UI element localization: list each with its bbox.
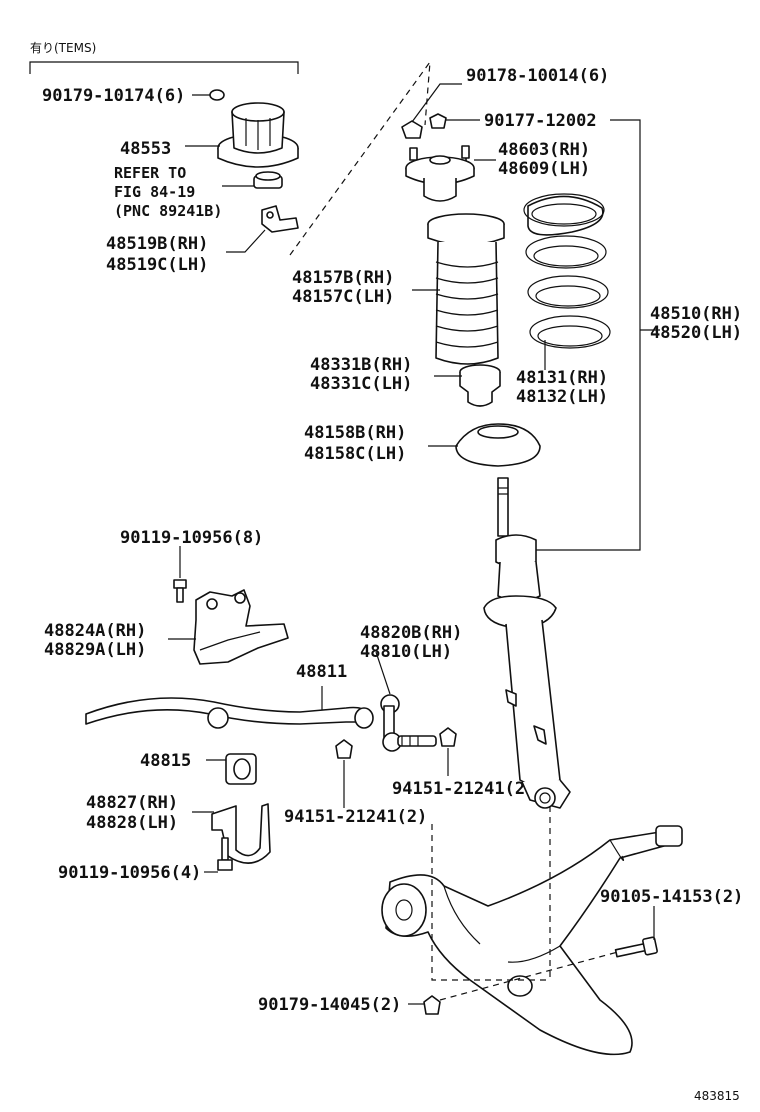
label-94151-a: 94151-21241(2 <box>392 779 525 799</box>
nut-94151-b <box>335 739 353 759</box>
label-48510: 48510(RH) <box>650 304 742 324</box>
bolt-90119-4 <box>217 837 233 871</box>
bushing-48815 <box>225 753 257 785</box>
label-48553: 48553 <box>120 139 171 159</box>
label-48820b: 48820B(RH) <box>360 623 462 643</box>
grommet-ref <box>253 171 283 189</box>
label-48609: 48609(LH) <box>498 159 590 179</box>
label-48519c: 48519C(LH) <box>106 255 208 275</box>
label-48157c: 48157C(LH) <box>292 287 394 307</box>
shock-absorber <box>483 477 571 809</box>
label-90119-4: 90119-10956(4) <box>58 863 201 883</box>
label-48824a: 48824A(RH) <box>44 621 146 641</box>
coil-spring-48131 <box>523 193 611 349</box>
upper-support-48603 <box>405 145 475 202</box>
label-90177-12002: 90177-12002 <box>484 111 597 131</box>
bolt-90119-8 <box>173 579 187 603</box>
label-refer-fig: FIG 84-19 <box>114 183 195 201</box>
boot-48157 <box>427 213 505 365</box>
label-48158c: 48158C(LH) <box>304 444 406 464</box>
label-90105: 90105-14153(2) <box>600 887 743 907</box>
bracket-48519 <box>261 205 299 233</box>
tems-note: 有り(TEMS) <box>30 41 96 55</box>
label-94151-b: 94151-21241(2) <box>284 807 427 827</box>
label-48132: 48132(LH) <box>516 387 608 407</box>
stabilizer-bar-48811 <box>85 697 374 729</box>
label-48829a: 48829A(LH) <box>44 640 146 660</box>
label-48603: 48603(RH) <box>498 140 590 160</box>
label-48828: 48828(LH) <box>86 813 178 833</box>
label-refer-to: REFER TO <box>114 164 186 182</box>
label-48811: 48811 <box>296 662 347 682</box>
nut-90178-10014 <box>401 120 423 139</box>
label-48810: 48810(LH) <box>360 642 452 662</box>
label-48331c: 48331C(LH) <box>310 374 412 394</box>
label-48331b: 48331B(RH) <box>310 355 412 375</box>
nut-94151-a <box>439 727 457 747</box>
nut-90177-12002 <box>429 113 447 129</box>
bumper-48331 <box>459 364 501 407</box>
bolt-90105 <box>614 936 658 958</box>
bracket-48827 <box>211 803 271 864</box>
label-90178-10014: 90178-10014(6) <box>466 66 609 86</box>
nut-90179-14045 <box>423 995 441 1015</box>
label-48815: 48815 <box>140 751 191 771</box>
nut-90179-10174 <box>209 89 225 101</box>
label-48158b: 48158B(RH) <box>304 423 406 443</box>
label-48520: 48520(LH) <box>650 323 742 343</box>
guide-dash-1 <box>431 824 548 981</box>
lower-control-arm <box>381 825 683 1056</box>
stabilizer-link-48820 <box>380 694 437 752</box>
bracket-48824 <box>193 589 289 665</box>
cap-48553 <box>217 102 299 168</box>
label-refer-pnc: (PNC 89241B) <box>114 202 222 220</box>
label-48157b: 48157B(RH) <box>292 268 394 288</box>
label-48827: 48827(RH) <box>86 793 178 813</box>
label-48131: 48131(RH) <box>516 368 608 388</box>
label-48519b: 48519B(RH) <box>106 234 208 254</box>
guide-dash-3 <box>439 945 641 1001</box>
label-90179-14045: 90179-14045(2) <box>258 995 401 1015</box>
seat-48158 <box>455 423 541 467</box>
label-90179-10174: 90179-10174(6) <box>42 86 185 106</box>
label-90119-8: 90119-10956(8) <box>120 528 263 548</box>
mount-guide-line <box>289 59 431 256</box>
assy-bracket-48510 <box>528 119 641 551</box>
figure-code: 483815 <box>694 1089 740 1103</box>
tems-bracket <box>29 61 299 74</box>
